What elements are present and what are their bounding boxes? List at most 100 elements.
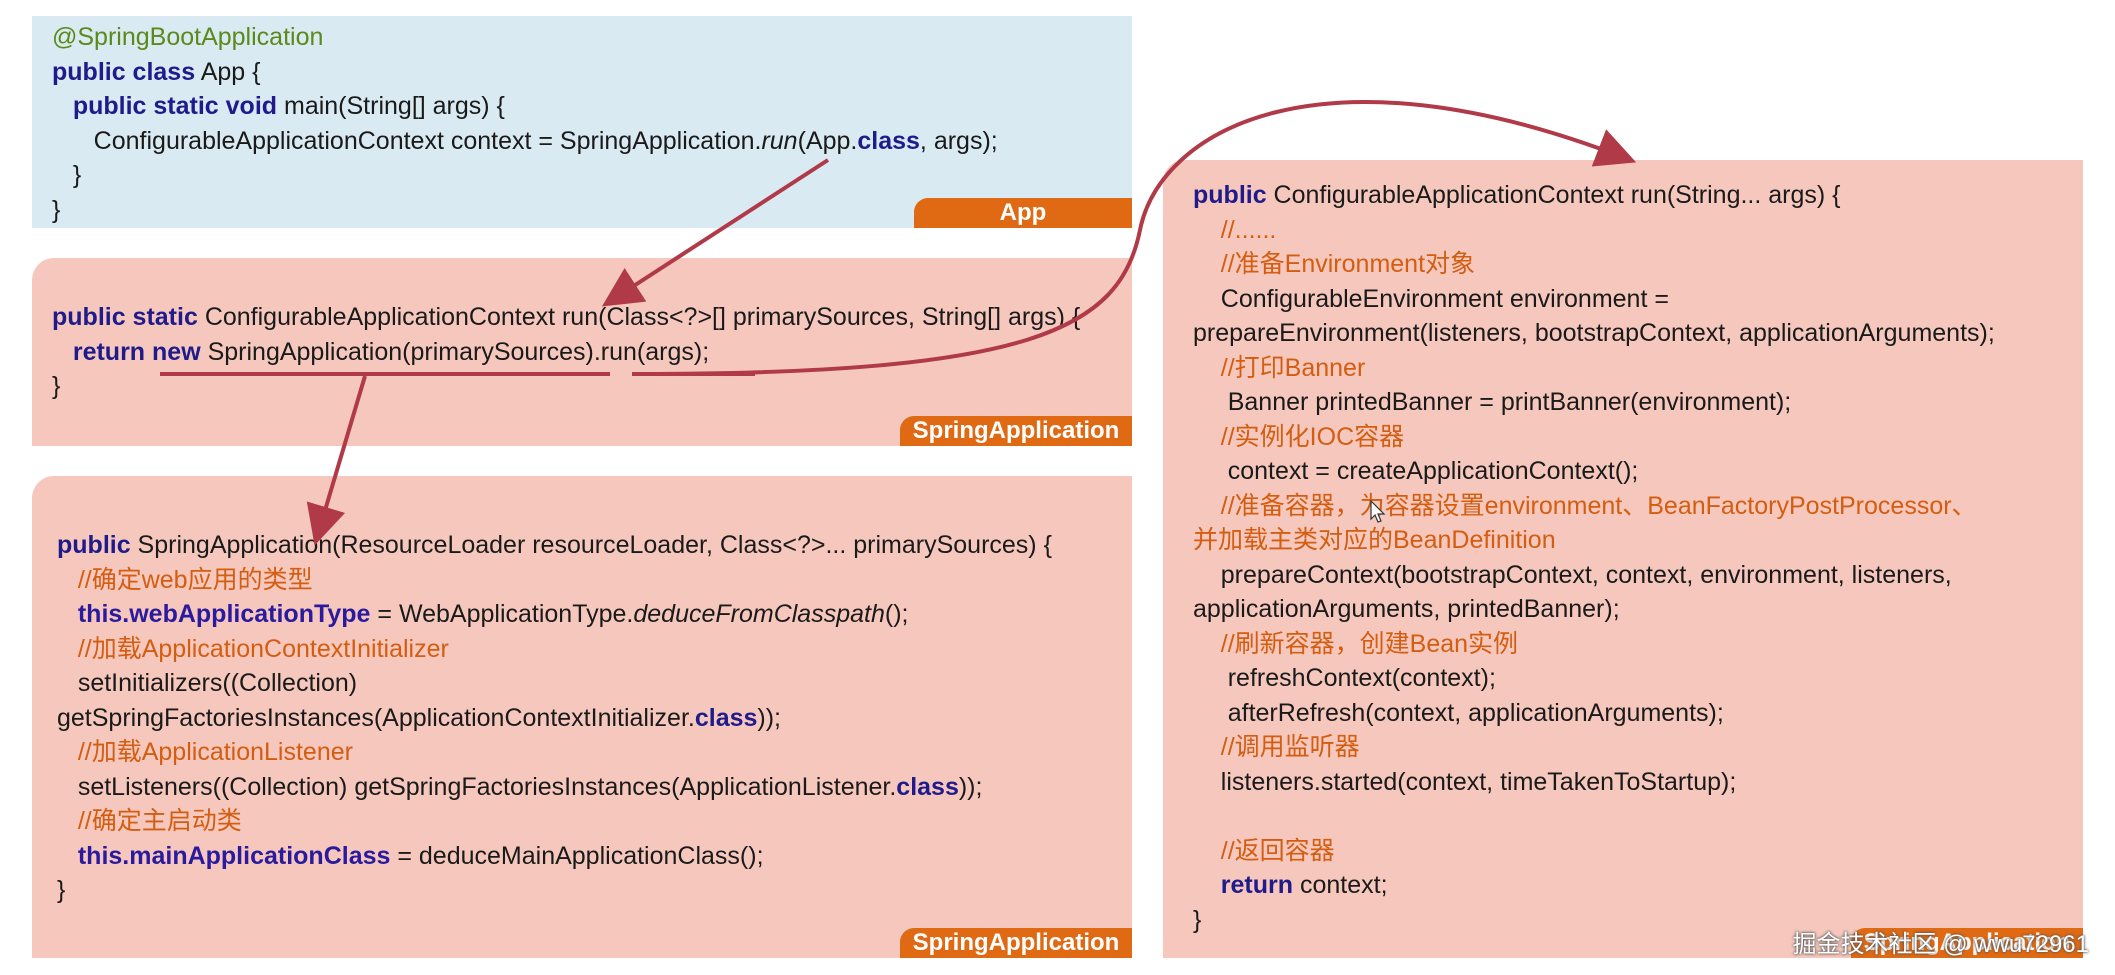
code-keyword: public class — [52, 57, 196, 86]
code-line: @SpringBootApplication — [52, 20, 1132, 55]
code-token: App { — [195, 57, 261, 86]
code-line: } — [52, 369, 1132, 404]
code-token: ConfigurableApplicationContext context =… — [52, 126, 762, 155]
code-line: //加载ApplicationListener — [57, 735, 1132, 770]
code-comment: //加载ApplicationListener — [57, 738, 353, 766]
code-line: public static ConfigurableApplicationCon… — [52, 300, 1132, 335]
code-token: context; — [1293, 871, 1388, 899]
code-line: setInitializers((Collection) — [57, 666, 1132, 701]
code-line: getSpringFactoriesInstances(ApplicationC… — [57, 701, 1132, 736]
code-token: } — [52, 195, 61, 224]
code-comment: //调用监听器 — [1193, 733, 1360, 761]
code-token: ConfigurableApplicationContext run(Class… — [197, 303, 1081, 331]
code-token: } — [52, 161, 82, 189]
code-token: afterRefresh(context, applicationArgumen… — [1193, 698, 1724, 727]
code-line: public SpringApplication(ResourceLoader … — [57, 528, 1132, 563]
code-comment: //...... — [1193, 215, 1277, 244]
watermark-text: 掘金技术社区 @ wwu72961 — [1792, 931, 2089, 958]
code-comment: //刷新容器，创建Bean实例 — [1193, 629, 1519, 658]
code-token: context = createApplicationContext(); — [1193, 457, 1639, 485]
code-token: ConfigurableApplicationContext run(Strin… — [1266, 181, 1841, 209]
code-keyword: class — [694, 703, 758, 732]
app-code-block: @SpringBootApplication public class App {… — [52, 20, 1132, 227]
code-comment: 并加载主类对应的BeanDefinition — [1193, 526, 1556, 554]
code-token: this.webApplicationType — [77, 600, 371, 628]
code-line: ConfigurableEnvironment environment = — [1193, 282, 2083, 317]
code-token: this.mainApplicationClass — [77, 841, 391, 870]
code-token: listeners.started(context, timeTakenToSt… — [1193, 767, 1737, 796]
run-method-panel: public ConfigurableApplicationContext ru… — [1163, 160, 2083, 958]
code-token — [52, 338, 73, 366]
code-line: this.webApplicationType = WebApplication… — [57, 597, 1132, 632]
code-line: ConfigurableApplicationContext context =… — [52, 124, 1132, 159]
code-line: public ConfigurableApplicationContext ru… — [1193, 178, 2083, 213]
code-token: (); — [884, 600, 909, 628]
code-line: } — [57, 873, 1132, 908]
code-comment: //打印Banner — [1193, 353, 1366, 382]
code-token: prepareEnvironment(listeners, bootstrapC… — [1193, 319, 1995, 347]
code-token — [57, 842, 78, 870]
code-comment: //加载ApplicationContextInitializer — [57, 634, 449, 663]
code-line: afterRefresh(context, applicationArgumen… — [1193, 696, 2083, 731]
code-line: context = createApplicationContext(); — [1193, 454, 2083, 489]
code-line: //加载ApplicationContextInitializer — [57, 632, 1132, 667]
static-run-code-block: public static ConfigurableApplicationCon… — [52, 300, 1132, 404]
static-run-panel: public static ConfigurableApplicationCon… — [32, 258, 1132, 446]
code-line: prepareEnvironment(listeners, bootstrapC… — [1193, 316, 2083, 351]
code-token — [1193, 871, 1221, 899]
run-method-tag: SpringApplication — [1851, 928, 2083, 958]
code-line: prepareContext(bootstrapContext, context… — [1193, 558, 2083, 593]
code-line: //打印Banner — [1193, 351, 2083, 386]
code-token: } — [1193, 905, 1202, 934]
code-line: //刷新容器，创建Bean实例 — [1193, 627, 2083, 662]
code-token: applicationArguments, printedBanner); — [1193, 595, 1620, 623]
code-token: )); — [958, 772, 983, 801]
code-token — [52, 92, 73, 120]
code-line: return new SpringApplication(primarySour… — [52, 335, 1132, 370]
code-keyword: public — [57, 531, 131, 559]
code-line: //调用监听器 — [1193, 730, 2083, 765]
code-line: //返回容器 — [1193, 834, 2083, 869]
code-comment: //确定主启动类 — [57, 807, 242, 835]
code-comment: //确定web应用的类型 — [57, 565, 313, 594]
code-token: } — [52, 372, 61, 400]
code-token: SpringApplication(ResourceLoader resourc… — [130, 531, 1052, 559]
code-token: setListeners((Collection) getSpringFacto… — [57, 772, 897, 801]
code-token: deduceFromClasspath — [633, 600, 885, 628]
code-keyword: public — [1193, 181, 1267, 209]
code-keyword: class — [896, 772, 959, 801]
constructor-panel: public SpringApplication(ResourceLoader … — [32, 476, 1132, 958]
code-token: = deduceMainApplicationClass(); — [390, 841, 764, 870]
code-token — [57, 600, 78, 628]
code-line: //确定主启动类 — [57, 804, 1132, 839]
code-line: refreshContext(context); — [1193, 661, 2083, 696]
code-token: , args); — [919, 126, 998, 155]
code-line: public class App { — [52, 55, 1132, 90]
code-token: run — [761, 126, 798, 155]
mouse-cursor-icon — [1370, 500, 1386, 523]
code-keyword: return new — [72, 337, 201, 366]
code-line: } — [52, 158, 1132, 193]
code-token: main(String[] args) { — [277, 92, 505, 120]
code-token: = WebApplicationType. — [370, 600, 634, 628]
code-line: //准备容器，为容器设置environment、BeanFactoryPostP… — [1193, 489, 2083, 524]
code-token: setInitializers((Collection) — [57, 669, 358, 697]
code-line: listeners.started(context, timeTakenToSt… — [1193, 765, 2083, 800]
code-line: setListeners((Collection) getSpringFacto… — [57, 770, 1132, 805]
constructor-code-block: public SpringApplication(ResourceLoader … — [57, 528, 1132, 908]
code-token: ConfigurableEnvironment environment = — [1193, 284, 1669, 313]
code-line: 并加载主类对应的BeanDefinition — [1193, 523, 2083, 558]
code-line: public static void main(String[] args) { — [52, 89, 1132, 124]
code-line: this.mainApplicationClass = deduceMainAp… — [57, 839, 1132, 874]
code-line: //准备Environment对象 — [1193, 247, 2083, 282]
app-class-panel: @SpringBootApplication public class App {… — [32, 16, 1132, 228]
code-token: @SpringBootApplication — [52, 23, 324, 51]
code-token: } — [57, 876, 66, 904]
code-comment: //返回容器 — [1193, 836, 1335, 865]
code-line: applicationArguments, printedBanner); — [1193, 592, 2083, 627]
code-token: )); — [757, 703, 782, 732]
code-keyword: class — [857, 126, 920, 155]
code-keyword: public static — [52, 303, 198, 331]
code-token: (App. — [797, 126, 858, 155]
code-comment: //准备Environment对象 — [1193, 250, 1476, 278]
